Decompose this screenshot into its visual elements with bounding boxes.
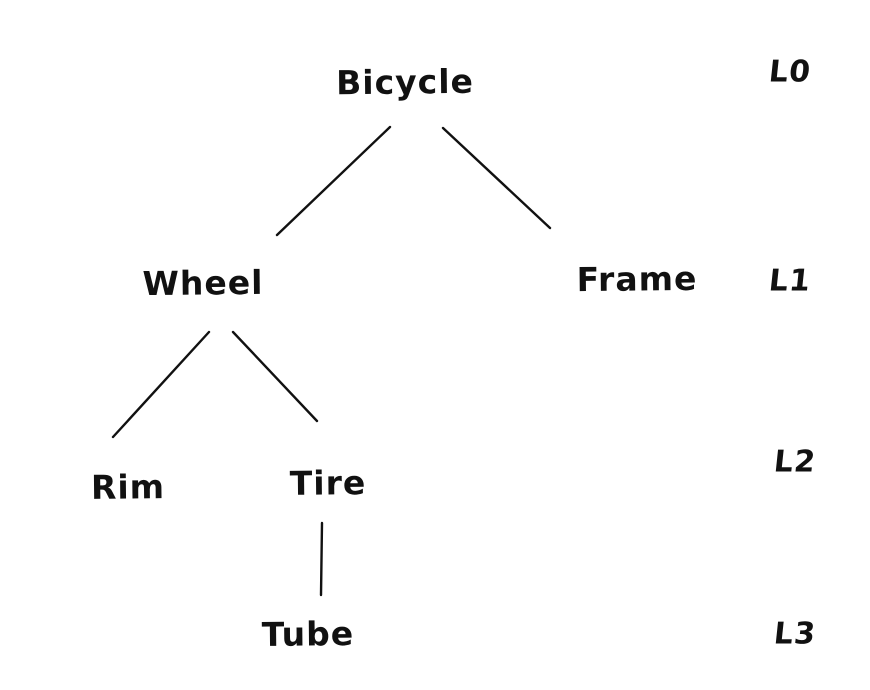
level-label-l3: L3 [772, 616, 818, 652]
node-frame: Frame [576, 258, 698, 300]
node-bicycle: Bicycle [335, 61, 475, 103]
node-wheel: Wheel [142, 262, 264, 304]
edge-bicycle-wheel [275, 125, 392, 237]
edge-bicycle-frame [441, 126, 552, 230]
edge-wheel-tire [231, 330, 319, 423]
level-label-l0: L0 [767, 54, 813, 90]
node-tube: Tube [261, 614, 355, 654]
level-label-l2: L2 [772, 444, 818, 480]
level-label-l1: L1 [767, 263, 813, 299]
edge-tire-tube [319, 521, 324, 597]
edge-wheel-rim [111, 330, 211, 439]
node-rim: Rim [90, 467, 166, 507]
node-tire: Tire [289, 463, 367, 503]
